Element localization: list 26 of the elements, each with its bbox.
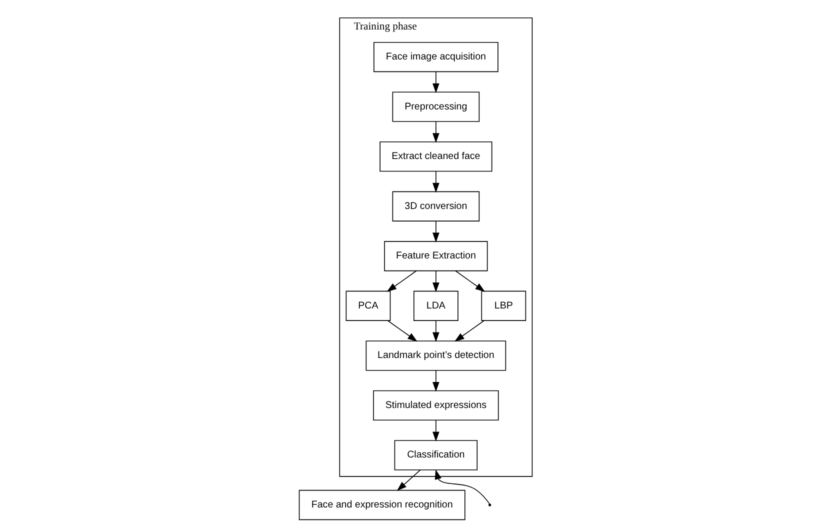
arrow [454,320,484,342]
node-box: Extract cleaned face [380,141,492,172]
arrow [432,270,440,292]
arrow [432,420,440,442]
node-box: LBP [481,290,526,321]
arrow [432,71,440,94]
arrow [432,220,440,242]
arrow [432,370,440,392]
node-box: PCA [346,290,391,321]
node-box: Feature Extraction [384,241,488,272]
node-box: Face and expression recognition [298,490,466,520]
node-box: LDA [414,290,458,321]
node-box: Face image acquisition [374,42,498,72]
arrow [432,320,440,342]
node-box: Landmark point’s detection [366,340,506,371]
arrow [432,170,440,193]
arrow [432,121,440,143]
arrow [455,270,486,292]
node-box: Stimulated expressions [373,390,499,421]
arrow [386,270,417,292]
arrow [387,320,418,342]
node-box: Preprocessing [392,92,480,122]
arrow [396,470,421,491]
arrow [434,470,490,504]
node-box: Classification [394,440,478,470]
node-box: 3D conversion [392,191,480,222]
